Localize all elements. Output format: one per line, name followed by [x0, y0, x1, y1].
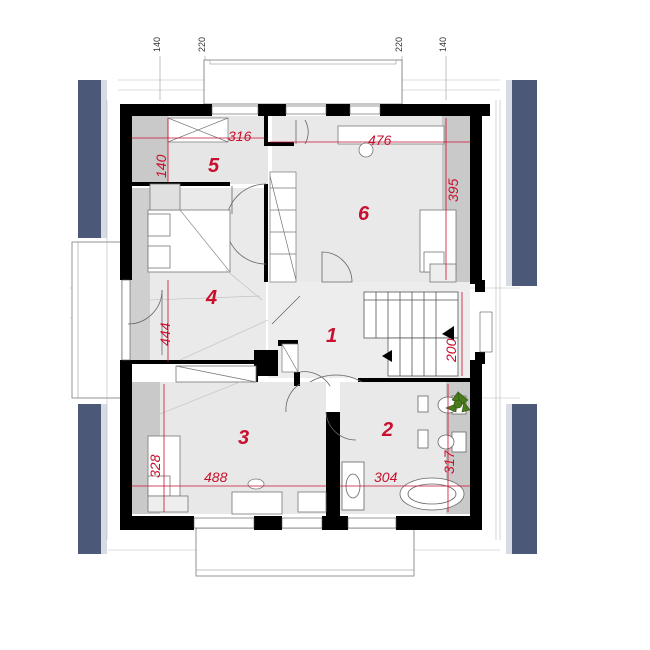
dimension-395: 395 — [445, 178, 461, 202]
room-number-3: 3 — [238, 427, 249, 449]
dimension-316: 316 — [228, 128, 252, 144]
top-balcony — [203, 59, 403, 105]
top-dimension-3: 220 — [394, 37, 404, 52]
plant-icon — [445, 391, 471, 413]
bottom-balcony — [195, 527, 415, 577]
left-balcony — [71, 241, 123, 399]
room-number-6: 6 — [358, 203, 370, 225]
dimension-lines — [132, 118, 470, 512]
room-number-4: 4 — [205, 287, 217, 309]
room-number-1: 1 — [326, 325, 337, 347]
dimension-200: 200 — [443, 338, 459, 363]
room-3-floor-lines — [159, 381, 241, 415]
dimension-317: 317 — [441, 449, 457, 474]
dimension-304: 304 — [374, 469, 398, 485]
room-6-furniture — [337, 125, 457, 283]
dimension-444: 444 — [157, 322, 173, 346]
wardrobes — [269, 171, 299, 373]
top-dimension-4: 140 — [438, 37, 448, 52]
bed — [147, 183, 231, 273]
dimension-476: 476 — [368, 132, 392, 148]
top-dimension-2: 220 — [197, 37, 207, 52]
exterior-walls — [120, 104, 490, 530]
dimension-328: 328 — [147, 454, 163, 478]
windows — [121, 105, 493, 529]
top-dimension-1: 140 — [152, 37, 162, 52]
staircase — [363, 291, 459, 377]
room-number-2: 2 — [381, 419, 393, 441]
stair-arrow-icon — [442, 326, 454, 340]
dimension-488: 488 — [204, 469, 228, 485]
doors — [127, 119, 363, 441]
roof-slopes — [78, 80, 537, 554]
room-number-5: 5 — [208, 155, 220, 177]
dimension-140: 140 — [153, 154, 169, 178]
knee-wall-lines — [106, 100, 501, 540]
stair-marker-icon — [382, 350, 392, 362]
